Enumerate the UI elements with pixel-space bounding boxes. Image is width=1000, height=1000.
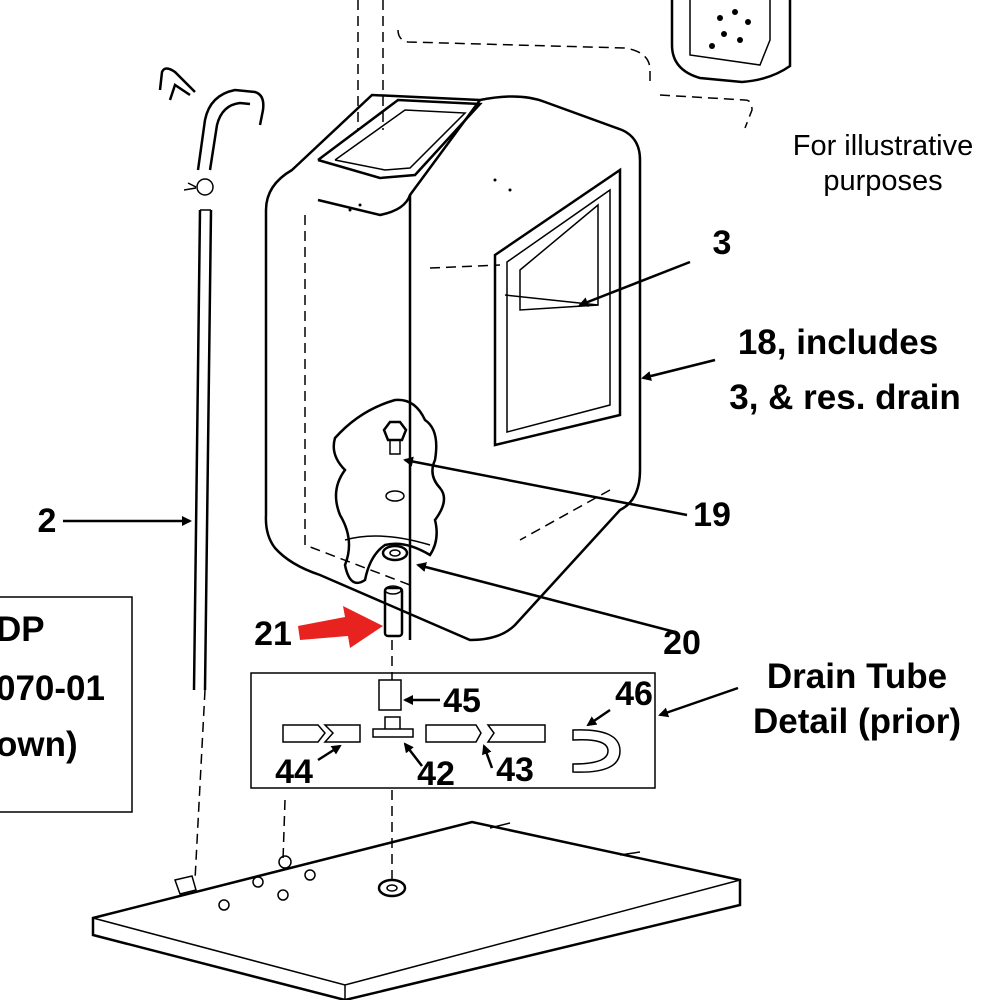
labels: For illustrative purposes 2 3 18, includ… xyxy=(0,130,973,793)
rod-part-2 xyxy=(158,67,265,691)
callout-2: 2 xyxy=(38,502,57,540)
side-box-line-1: DP xyxy=(0,610,45,649)
reservoir-tank xyxy=(264,93,642,642)
arrow-18 xyxy=(641,358,716,381)
side-box-line-2: 070-01 xyxy=(0,669,105,708)
callout-18-line-2: 3, & res. drain xyxy=(729,378,960,417)
floor-panel xyxy=(91,820,742,1000)
callout-44: 44 xyxy=(275,753,313,791)
detail-title-line-2: Detail (prior) xyxy=(753,702,961,741)
side-info-box xyxy=(0,596,133,813)
arrow-42 xyxy=(403,742,423,767)
note-line-1: For illustrative xyxy=(793,130,974,162)
arrow-19 xyxy=(403,456,688,517)
arrow-3 xyxy=(578,260,691,307)
callout-3: 3 xyxy=(713,224,732,262)
callout-19: 19 xyxy=(693,496,731,534)
arrow-detail xyxy=(658,686,739,718)
leader-arrows xyxy=(63,260,739,769)
assembly-centerlines xyxy=(194,0,393,881)
arrow-20 xyxy=(416,562,676,634)
arrow-21-red xyxy=(298,606,383,648)
part-45-shape xyxy=(378,679,402,711)
callout-18-line-1: 18, includes xyxy=(738,323,938,362)
part-46-shape xyxy=(572,729,621,773)
part-43-shape xyxy=(425,724,482,743)
side-box-line-3: own) xyxy=(0,725,78,764)
drain-tube-detail-box xyxy=(250,672,656,789)
note-line-2: purposes xyxy=(823,165,942,197)
upper-module xyxy=(397,0,792,129)
callout-46: 46 xyxy=(615,675,653,713)
callout-42: 42 xyxy=(417,755,455,793)
callout-20: 20 xyxy=(663,624,701,662)
drain-tube-part-21 xyxy=(383,585,404,638)
arrow-46 xyxy=(586,708,611,727)
arrow-44 xyxy=(317,744,342,762)
callout-21: 21 xyxy=(254,615,292,653)
callout-43: 43 xyxy=(496,751,534,789)
callout-45: 45 xyxy=(443,682,481,720)
arrow-43 xyxy=(482,744,494,769)
detail-title-line-1: Drain Tube xyxy=(767,657,947,696)
part-42-shape xyxy=(372,716,414,738)
part-44-shape xyxy=(282,724,326,743)
